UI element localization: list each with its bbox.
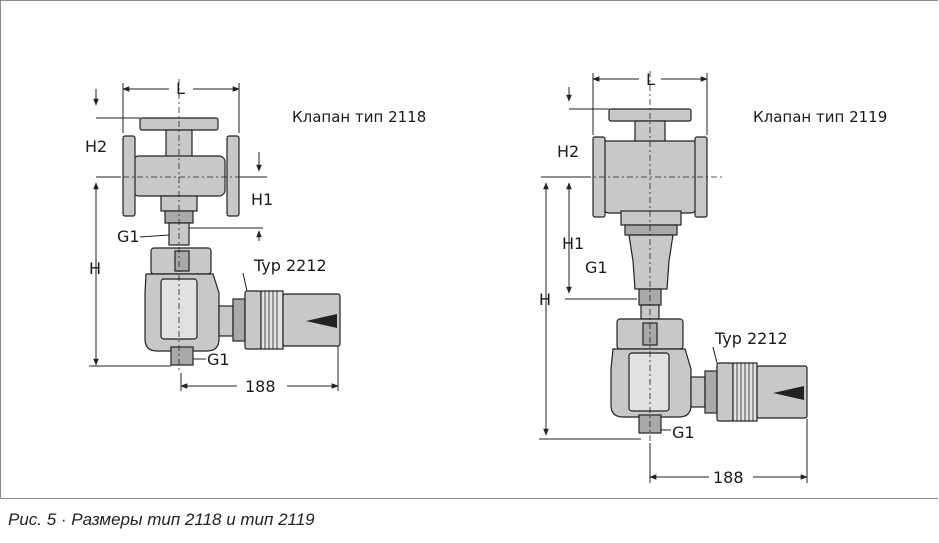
valve-2118-drawing: Клапан тип 2118 L H2 H1 H G1 G1 Typ 2212…: [85, 79, 426, 396]
technical-drawing: Клапан тип 2118 L H2 H1 H G1 G1 Typ 2212…: [85, 70, 887, 487]
valve-2118-actuator-label: Typ 2212: [253, 256, 327, 275]
valve-2118-title: Клапан тип 2118: [292, 108, 426, 126]
valve-2118-dimensions: [89, 83, 339, 391]
valve-2118-thread-bottom: G1: [207, 350, 230, 369]
valve-2119-dim-h2: H2: [557, 142, 579, 161]
valve-2119-dim-l: L: [646, 70, 655, 89]
valve-2119-title: Клапан тип 2119: [753, 108, 887, 126]
valve-2119-dim-h: H: [539, 290, 551, 309]
valve-2118-thread-top: G1: [117, 227, 140, 246]
valve-2118-dim-188: 188: [245, 377, 276, 396]
valve-2119-dim-188: 188: [713, 468, 744, 487]
valve-2119-thread-bottom: G1: [672, 423, 695, 442]
valve-2118-dim-h1: H1: [251, 190, 273, 209]
figure-frame: Клапан тип 2118 L H2 H1 H G1 G1 Typ 2212…: [0, 0, 938, 499]
valve-2119-thermostat: [610, 318, 692, 434]
valve-2119-dimensions: [539, 73, 808, 483]
valve-2118-body: [122, 117, 240, 246]
figure-caption: Рис. 5 · Размеры тип 2118 и тип 2119: [8, 510, 315, 529]
valve-2119-thread-top: G1: [585, 258, 608, 277]
valve-2118-dim-l: L: [176, 79, 185, 98]
valve-2118-actuator: [218, 290, 341, 350]
valve-2118-dim-h: H: [89, 259, 101, 278]
valve-2119-actuator-label: Typ 2212: [714, 329, 788, 348]
valve-2119-drawing: Клапан тип 2119 L H2 H1 H G1 G1 Typ 2212…: [539, 70, 887, 487]
valve-2118-dim-h2: H2: [85, 137, 107, 156]
valve-2119-actuator: [690, 362, 808, 422]
valve-2119-dim-h1: H1: [562, 234, 584, 253]
valve-2118-thermostat: [144, 247, 220, 366]
